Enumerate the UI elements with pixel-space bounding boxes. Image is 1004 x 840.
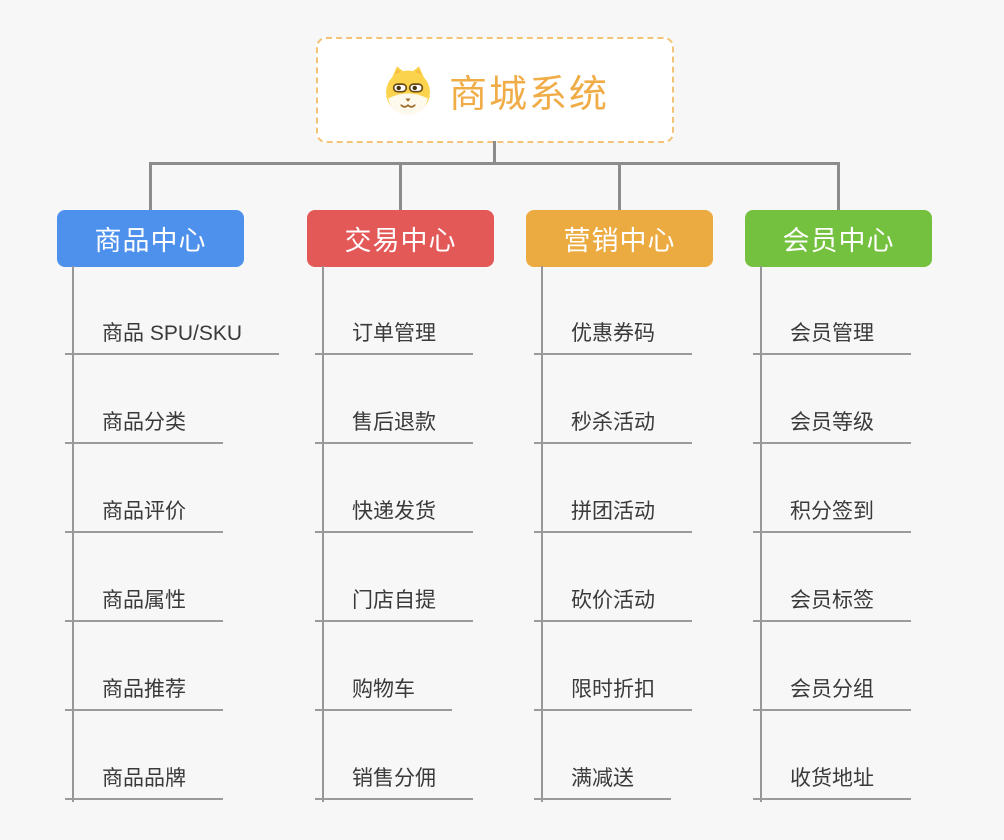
leaf-node[interactable]: 收货地址 — [753, 761, 911, 800]
branch-node-product-center[interactable]: 商品中心 — [57, 210, 244, 267]
shiba-dog-icon — [381, 63, 435, 117]
leaf-node[interactable]: 购物车 — [315, 672, 452, 711]
trunk-connector-member — [760, 266, 762, 802]
leaf-node[interactable]: 会员管理 — [753, 316, 911, 355]
leaf-node[interactable]: 快递发货 — [315, 494, 473, 533]
leaf-node[interactable]: 优惠券码 — [534, 316, 692, 355]
root-stem-connector — [493, 141, 496, 164]
leaf-node[interactable]: 会员标签 — [753, 583, 911, 622]
leaf-node[interactable]: 会员等级 — [753, 405, 911, 444]
branch-node-member-center[interactable]: 会员中心 — [745, 210, 932, 267]
branch-node-trade-center[interactable]: 交易中心 — [307, 210, 494, 267]
leaf-node[interactable]: 商品品牌 — [65, 761, 223, 800]
leaf-node[interactable]: 商品推荐 — [65, 672, 223, 711]
leaf-node[interactable]: 门店自提 — [315, 583, 473, 622]
leaf-node[interactable]: 商品分类 — [65, 405, 223, 444]
drop-connector-marketing — [618, 162, 621, 212]
leaf-node[interactable]: 秒杀活动 — [534, 405, 692, 444]
leaf-node[interactable]: 商品属性 — [65, 583, 223, 622]
leaf-node[interactable]: 积分签到 — [753, 494, 911, 533]
root-node[interactable]: 商城系统 — [316, 37, 674, 143]
leaf-node[interactable]: 会员分组 — [753, 672, 911, 711]
root-title: 商城系统 — [448, 73, 609, 116]
leaf-node[interactable]: 砍价活动 — [534, 583, 692, 622]
leaf-node[interactable]: 订单管理 — [315, 316, 473, 355]
drop-connector-trade — [399, 162, 402, 212]
branch-bus-connector — [149, 162, 840, 165]
trunk-connector-trade — [322, 266, 324, 802]
leaf-node[interactable]: 限时折扣 — [534, 672, 692, 711]
drop-connector-product — [149, 162, 152, 212]
branch-node-marketing-center[interactable]: 营销中心 — [526, 210, 713, 267]
leaf-node[interactable]: 销售分佣 — [315, 761, 473, 800]
leaf-node[interactable]: 商品 SPU/SKU — [65, 316, 280, 355]
leaf-node[interactable]: 拼团活动 — [534, 494, 692, 533]
leaf-node[interactable]: 满减送 — [534, 761, 671, 800]
drop-connector-member — [837, 162, 840, 212]
leaf-node[interactable]: 售后退款 — [315, 405, 473, 444]
trunk-connector-product — [72, 266, 74, 802]
trunk-connector-marketing — [541, 266, 543, 802]
leaf-node[interactable]: 商品评价 — [65, 494, 223, 533]
